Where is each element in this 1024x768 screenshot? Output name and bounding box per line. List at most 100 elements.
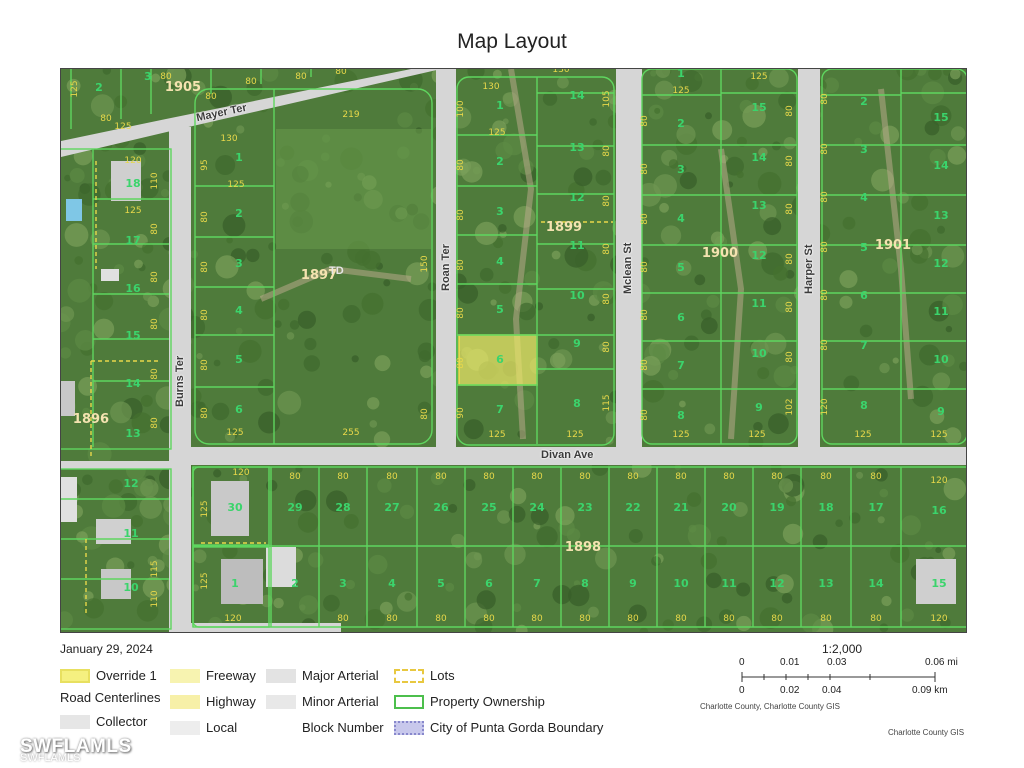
dimension-label: 80 xyxy=(820,289,830,301)
scale-km-1: 0.02 xyxy=(780,685,800,696)
lot-number: 4 xyxy=(235,304,243,317)
legend-freeway: Freeway xyxy=(170,668,256,683)
dimension-label: 80 xyxy=(456,357,466,369)
lot-number: 27 xyxy=(384,501,399,514)
lot-number: 8 xyxy=(581,577,589,590)
lot-lines xyxy=(85,161,613,614)
dimension-label: 80 xyxy=(640,359,650,371)
scale-mi-0: 0 xyxy=(739,657,745,668)
dimension-label: 80 xyxy=(785,301,795,313)
lot-number: 7 xyxy=(496,403,504,416)
house-roof xyxy=(101,569,131,599)
legend-collector-label: Collector xyxy=(96,714,148,729)
sandy-path xyxy=(259,265,412,302)
lot-number: 6 xyxy=(677,311,685,324)
dimension-label: 80 xyxy=(640,309,650,321)
dimension-label: 80 xyxy=(337,614,349,624)
house-roof xyxy=(61,381,75,416)
dimension-label: 80 xyxy=(579,614,591,624)
lot-number: 9 xyxy=(755,401,763,414)
dimension-label: 130 xyxy=(552,69,569,75)
dimension-label: 120 xyxy=(124,156,141,166)
dimension-label: 80 xyxy=(435,614,447,624)
legend-city-boundary-label: City of Punta Gorda Boundary xyxy=(430,720,604,735)
lot-number: 3 xyxy=(677,163,685,176)
legend-lots: Lots xyxy=(394,668,455,683)
lot-number: 1 xyxy=(231,577,239,590)
td-label: TD xyxy=(329,265,344,277)
lot-number: 14 xyxy=(868,577,884,590)
legend-highway: Highway xyxy=(170,694,256,709)
street-label-harper-st: Harper St xyxy=(803,244,815,294)
lot-number: 8 xyxy=(860,399,868,412)
dimension-label: 120 xyxy=(232,468,249,478)
dimension-label: 80 xyxy=(820,472,832,482)
dimension-label: 125 xyxy=(672,86,689,96)
dimension-label: 80 xyxy=(771,472,783,482)
parcel-map[interactable]: 2318171615141312111012345612345671413121… xyxy=(61,69,966,632)
dimension-label: 125 xyxy=(114,122,131,132)
lot-number: 29 xyxy=(287,501,302,514)
scale-mi-3: 0.06 mi xyxy=(925,657,958,668)
lot-number: 15 xyxy=(751,101,766,114)
dimension-label: 150 xyxy=(420,255,430,272)
legend-freeway-label: Freeway xyxy=(206,668,256,683)
dimension-label: 219 xyxy=(342,110,359,120)
block-number-label: 1901 xyxy=(875,238,911,253)
lot-number: 14 xyxy=(125,377,141,390)
legend-highway-label: Highway xyxy=(206,694,256,709)
lot-number: 3 xyxy=(496,205,504,218)
credit-line-1: Charlotte County, Charlotte County GIS xyxy=(700,702,840,711)
dimension-label: 80 xyxy=(456,259,466,271)
highlighted-parcel xyxy=(458,334,538,386)
legend-minor-arterial-label: Minor Arterial xyxy=(302,694,379,709)
lot-number: 11 xyxy=(123,527,138,540)
dimension-label: 80 xyxy=(100,114,112,124)
dimension-label: 130 xyxy=(482,82,499,92)
lot-number: 2 xyxy=(496,155,504,168)
legend-city-boundary: City of Punta Gorda Boundary xyxy=(394,720,603,735)
lot-number: 14 xyxy=(569,89,585,102)
lot-number: 30 xyxy=(227,501,243,514)
major-arterial-swatch xyxy=(266,668,296,683)
credit-line-2: Charlotte County GIS xyxy=(888,728,965,737)
dimension-label: 120 xyxy=(820,398,830,415)
dimension-label: 125 xyxy=(750,72,767,82)
lot-number: 5 xyxy=(677,261,685,274)
lot-number: 6 xyxy=(496,353,504,366)
scale-mi-1: 0.01 xyxy=(780,657,800,668)
dimension-label: 120 xyxy=(930,476,947,486)
lot-number: 14 xyxy=(933,159,949,172)
dimension-label: 80 xyxy=(200,407,210,419)
dimension-label: 125 xyxy=(488,430,505,440)
scale-ratio: 1:2,000 xyxy=(822,642,863,656)
legend-property-ownership: Property Ownership xyxy=(394,694,545,709)
dimension-label: 80 xyxy=(531,614,543,624)
lot-number: 11 xyxy=(569,239,584,252)
roads xyxy=(61,69,966,632)
dimension-label: 80 xyxy=(386,472,398,482)
dimension-label: 80 xyxy=(420,408,430,420)
lot-number: 6 xyxy=(235,403,243,416)
dimension-label: 80 xyxy=(640,163,650,175)
dimension-label: 80 xyxy=(785,105,795,117)
dimension-label: 120 xyxy=(224,614,241,624)
lot-number: 9 xyxy=(937,405,945,418)
block-number-label: 1900 xyxy=(702,246,738,261)
dimension-label: 80 xyxy=(335,69,347,77)
dimension-label: 125 xyxy=(854,430,871,440)
lot-number: 5 xyxy=(235,353,243,366)
lot-number: 10 xyxy=(933,353,949,366)
lot-number: 3 xyxy=(860,143,868,156)
block-number-label: 1899 xyxy=(546,220,582,235)
block-number-label: 1898 xyxy=(565,540,601,555)
lot-number: 14 xyxy=(751,151,767,164)
override-swatch xyxy=(60,668,90,683)
lot-number: 20 xyxy=(721,501,737,514)
lot-number: 17 xyxy=(125,234,140,247)
lot-number: 5 xyxy=(496,303,504,316)
dimension-label: 80 xyxy=(245,77,257,87)
lot-number: 4 xyxy=(388,577,396,590)
